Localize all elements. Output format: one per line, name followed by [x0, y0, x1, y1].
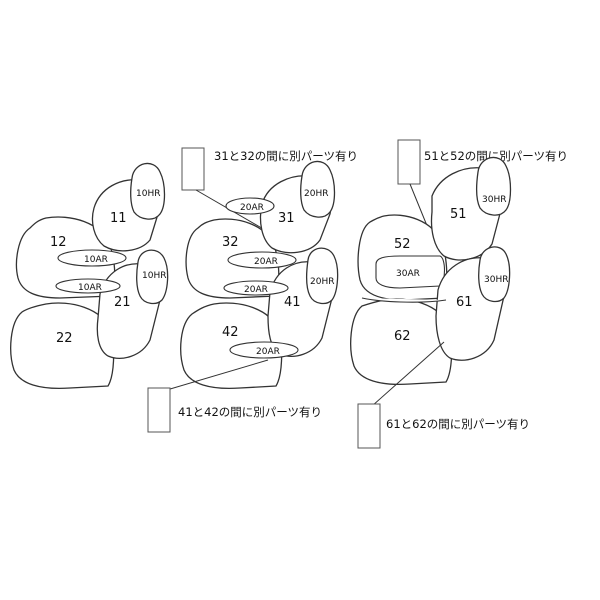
headrest-20hr-lower-label: 20HR — [310, 277, 334, 287]
armrest-10ar-lower — [55, 278, 121, 294]
note-61-62: 61と62の間に別パーツ有り — [386, 417, 530, 431]
seat-61-label: 61 — [456, 295, 473, 310]
note-box-61-62 — [357, 403, 381, 449]
seat-62-label: 62 — [394, 329, 411, 344]
seat-12-label: 12 — [50, 235, 67, 250]
headrest-10hr-lower-label: 10HR — [142, 271, 166, 281]
headrest-10hr-lower — [136, 249, 169, 305]
headrest-30hr-lower-label: 30HR — [484, 275, 508, 285]
headrest-20hr-upper — [300, 160, 336, 218]
note-box-41-42 — [147, 387, 171, 433]
armrest-20ar-top-label: 20AR — [240, 203, 264, 213]
headrest-30hr-lower — [478, 246, 511, 303]
seat-21-label: 21 — [114, 295, 131, 310]
headrest-10hr-upper-label: 10HR — [136, 189, 160, 199]
seat-41-label: 41 — [284, 295, 301, 310]
seat-group-1: 11 12 21 22 10HR 10HR 10AR 10AR — [10, 162, 169, 390]
seat-22-cushion — [10, 302, 115, 390]
seat-42-cushion — [180, 302, 283, 390]
note-box-31-32 — [181, 147, 205, 191]
armrest-20ar-bottom — [229, 341, 299, 359]
seat-11-label: 11 — [110, 211, 127, 226]
seat-42-label: 42 — [222, 325, 239, 340]
note-box-51-52 — [397, 139, 421, 185]
headrest-30hr-upper-label: 30HR — [482, 195, 506, 205]
headrest-20hr-lower — [306, 247, 339, 305]
headrest-10hr-upper — [130, 162, 166, 220]
headrest-20hr-upper-label: 20HR — [304, 189, 328, 199]
armrest-30ar — [375, 255, 446, 289]
armrest-20ar-mid-label: 20AR — [254, 257, 278, 267]
seat-connector-strip — [361, 297, 447, 303]
note-51-52: 51と52の間に別パーツ有り — [424, 149, 568, 163]
armrest-30ar-label: 30AR — [396, 269, 420, 279]
armrest-20ar-top — [225, 197, 275, 215]
seat-31-label: 31 — [278, 211, 295, 226]
armrest-10ar-lower-label: 10AR — [78, 283, 102, 293]
note-31-32: 31と32の間に別パーツ有り — [214, 149, 358, 163]
seat-group-3: 51と52の間に別パーツ有り 61と62の間に別パーツ有り 51 52 61 6… — [350, 139, 568, 449]
seat-32-label: 32 — [222, 235, 239, 250]
armrest-20ar-low — [223, 280, 289, 296]
note-41-42: 41と42の間に別パーツ有り — [178, 405, 322, 419]
armrest-20ar-mid — [227, 251, 297, 269]
armrest-10ar-upper-label: 10AR — [84, 255, 108, 265]
armrest-20ar-low-label: 20AR — [244, 285, 268, 295]
seat-51-label: 51 — [450, 207, 467, 222]
headrest-30hr-upper — [476, 156, 512, 216]
leader-41-42 — [159, 359, 269, 393]
armrest-20ar-bottom-label: 20AR — [256, 347, 280, 357]
seat-52-label: 52 — [394, 237, 411, 252]
seat-group-2: 31と32の間に別パーツ有り 41と42の間に別パーツ有り 31 32 41 4… — [147, 147, 358, 433]
seat-22-label: 22 — [56, 331, 73, 346]
armrest-10ar-upper — [57, 249, 127, 267]
leader-61-62 — [371, 341, 445, 407]
